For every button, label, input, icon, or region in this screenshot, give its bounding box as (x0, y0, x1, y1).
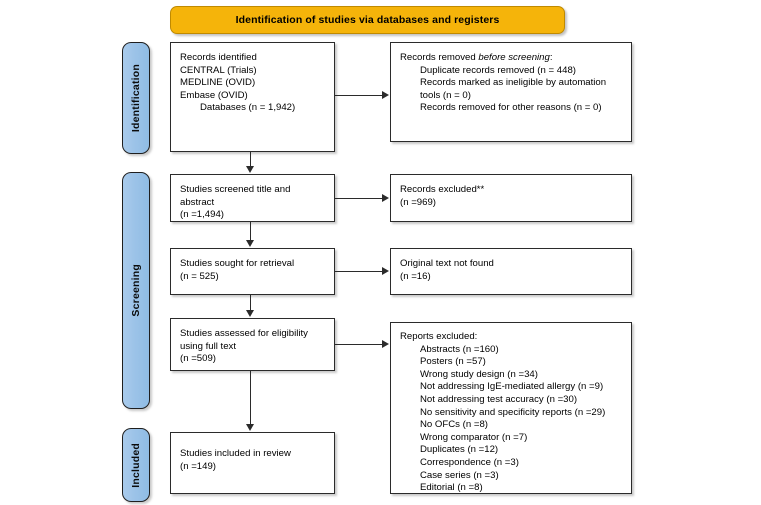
connector-identified-to-removed (335, 95, 383, 97)
records-identified-line-5: Databases (n = 1,942) (200, 102, 296, 114)
arrowhead-sought-to-assessed (245, 310, 254, 317)
stage-identification-label: Identification (130, 63, 142, 133)
studies-included-line-1: Studies included in review (180, 448, 291, 459)
arrowhead-identified-to-screened (245, 166, 254, 173)
studies-sought-line-2: (n = 525) (180, 270, 219, 282)
records-removed-item-1: Duplicate records removed (n = 448) (420, 64, 576, 76)
not-found-line-1: Original text not found (400, 258, 494, 269)
connector-sought-to-not-found (335, 271, 383, 273)
stage-included: Included (122, 428, 150, 502)
box-studies-assessed-eligibility: Studies assessed for eligibility using f… (170, 318, 335, 371)
records-identified-line-2: CENTRAL (Trials) (180, 64, 257, 76)
reports-excluded-item: Not addressing IgE-mediated allergy (n =… (420, 381, 604, 393)
stage-screening: Screening (122, 172, 150, 409)
records-identified-line-3: MEDLINE (OVID) (180, 77, 256, 89)
reports-excluded-title: Reports excluded: (400, 331, 478, 342)
records-removed-item-3: Records removed for other reasons (n = 0… (420, 102, 602, 114)
reports-excluded-item: Correspondence (n =3) (420, 456, 519, 468)
reports-excluded-item: Not addressing test accuracy (n =30) (420, 393, 578, 405)
not-found-line-2: (n =16) (400, 270, 431, 282)
reports-excluded-item: Editorial (n =8) (420, 482, 483, 494)
reports-excluded-item: Case series (n =3) (420, 469, 499, 481)
reports-excluded-item: Posters (n =57) (420, 356, 486, 368)
arrowhead-assessed-to-reports-excluded (382, 339, 389, 348)
records-excluded-line-2: (n =969) (400, 196, 436, 208)
reports-excluded-item: Wrong comparator (n =7) (420, 431, 528, 443)
studies-assessed-line-2: (n =509) (180, 353, 216, 365)
reports-excluded-item: No sensitivity and specificity reports (… (420, 406, 606, 418)
studies-screened-line-2: (n =1,494) (180, 209, 225, 221)
records-identified-line-1: Records identified (180, 52, 257, 63)
connector-sought-to-assessed (250, 295, 252, 311)
reports-excluded-item: Wrong study design (n =34) (420, 368, 538, 380)
connector-assessed-to-included (250, 371, 252, 425)
banner-label: Identification of studies via databases … (235, 14, 500, 26)
diagram-banner-title: Identification of studies via databases … (170, 6, 565, 34)
box-studies-screened: Studies screened title and abstract (n =… (170, 174, 335, 222)
arrowhead-identified-to-removed (382, 90, 389, 99)
records-removed-item-2: Records marked as ineligible by automati… (420, 77, 607, 101)
box-studies-sought-for-retrieval: Studies sought for retrieval (n = 525) (170, 248, 335, 295)
arrowhead-assessed-to-included (245, 424, 254, 431)
connector-screened-to-sought (250, 222, 252, 241)
studies-included-line-2: (n =149) (180, 460, 216, 472)
arrowhead-screened-to-sought (245, 240, 254, 247)
connector-screened-to-records-excluded (335, 198, 383, 200)
records-identified-line-4: Embase (OVID) (180, 89, 248, 101)
reports-excluded-item: Abstracts (n =160) (420, 343, 499, 355)
box-records-excluded: Records excluded** (n =969) (390, 174, 632, 222)
box-reports-excluded: Reports excluded: Abstracts (n =160) Pos… (390, 322, 632, 494)
connector-identified-to-screened (250, 152, 252, 167)
reports-excluded-list: Abstracts (n =160) Posters (n =57) Wrong… (400, 343, 623, 494)
box-records-removed-before-screening: Records removed before screening: Duplic… (390, 42, 632, 142)
studies-assessed-line-1: Studies assessed for eligibility using f… (180, 328, 308, 352)
reports-excluded-item: No OFCs (n =8) (420, 419, 488, 431)
records-excluded-line-1: Records excluded** (400, 184, 485, 195)
studies-sought-line-1: Studies sought for retrieval (180, 258, 295, 269)
box-original-text-not-found: Original text not found (n =16) (390, 248, 632, 295)
stage-screening-label: Screening (130, 264, 142, 317)
box-records-identified: Records identified CENTRAL (Trials) MEDL… (170, 42, 335, 152)
connector-assessed-to-reports-excluded (335, 344, 383, 346)
box-studies-included-in-review: Studies included in review (n =149) (170, 432, 335, 494)
studies-screened-line-1: Studies screened title and abstract (180, 184, 291, 208)
arrowhead-sought-to-not-found (382, 266, 389, 275)
records-removed-heading-em: before screening (478, 52, 550, 63)
records-removed-heading-c: : (549, 52, 553, 63)
arrowhead-screened-to-records-excluded (382, 193, 389, 202)
stage-identification: Identification (122, 42, 150, 154)
stage-included-label: Included (130, 442, 142, 488)
records-removed-heading: Records removed before screening: (400, 52, 623, 65)
reports-excluded-item: Duplicates (n =12) (420, 444, 499, 456)
records-removed-heading-a: Records removed (400, 52, 479, 63)
